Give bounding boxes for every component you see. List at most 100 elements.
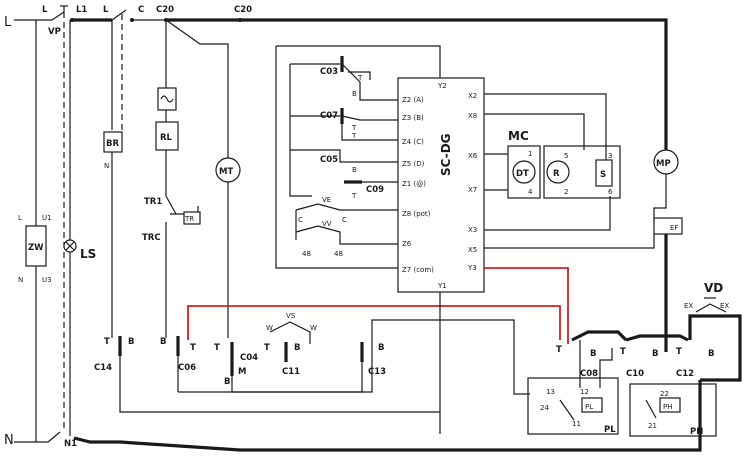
ef-label: EF [670,224,678,232]
mc-pin-1: 1 [528,150,532,158]
mc-r-s-frame [543,145,621,199]
br-n-label: N [104,162,109,170]
ve-c2: C [342,216,347,224]
c03-contacts [341,63,398,101]
ph-inner-label: PH [663,403,673,411]
c20-label-a: C20 [156,5,174,15]
zw-l-label: L [18,214,22,222]
vp-label: VP [48,27,61,37]
c14-b: B [128,337,134,347]
mc-dt-frame [507,145,541,199]
c06-b: B [160,337,166,347]
c07-c-wire [341,124,398,141]
x6-x7-wires [484,153,508,191]
c12-t: T [676,347,682,357]
cam-feed-left [289,64,312,197]
c12-vd-wire [688,314,742,382]
c12-label: C12 [676,369,694,379]
pl-box [581,397,603,413]
n1-label: N1 [64,439,77,449]
c14-label: C14 [94,363,112,373]
ctrl-z6: Z6 [402,240,412,248]
rl-frame [155,121,179,151]
trc-label: TRC [142,233,161,243]
c14-wire [119,356,440,413]
dt-label: DT [516,169,529,179]
pl-pin-11: 11 [572,420,581,428]
tr1-label: TR1 [144,197,162,207]
r-label: R [553,169,560,179]
tr-box [183,211,201,225]
tr-contact [165,195,199,215]
neutral-label: N [4,433,14,448]
c12-b: B [708,349,714,359]
vd-label: VD [704,281,723,295]
pl-label: PL [604,425,616,435]
controller-name: SC-DG [439,133,453,176]
top-bus [166,18,668,150]
ctrl-x7: X7 [468,186,477,194]
c10-t: T [620,347,626,357]
c11-label: C11 [282,367,300,377]
ctrl-z1: Z1 (@) [402,180,426,188]
c11-b: B [294,343,300,353]
c13-b: B [378,343,384,353]
zw-label: ZW [28,243,44,253]
c09-label: C09 [366,185,384,195]
c07-label: C07 [320,111,338,121]
c10-cam [625,334,689,342]
switch-l-label: L [42,5,48,15]
ctrl-z2: Z2 (A) [402,96,424,104]
c03-label: C03 [320,67,338,77]
line-label: L [4,15,12,30]
ctrl-top-wire [276,45,441,78]
zw-n-label: N [18,276,23,284]
mt-label: MT [219,167,233,177]
c09-t: T [351,192,357,200]
c08-t: T [556,345,562,355]
ex-2-label: EX [720,302,729,310]
c04-t: T [214,343,220,353]
neutral-wire [14,431,61,443]
mc-pin-3: 3 [608,152,612,160]
c06-label: C06 [178,363,196,373]
c06-t: T [190,343,196,353]
vs-w2: W [310,324,317,332]
ctrl-z3: Z3 (B) [402,114,424,122]
c07-t: T [351,124,357,132]
ctrl-x8: X8 [468,112,477,120]
zw-u3-label: U3 [42,276,52,284]
n48-a: 48 [302,250,311,258]
x3-wire [484,196,611,231]
ph-pin-21: 21 [648,422,657,430]
tr-label: TR [184,215,194,223]
c03-t: T [357,74,363,82]
c04-m: M [238,367,246,377]
ls-cross [65,241,75,251]
l-switch-label: L [103,5,109,15]
s-box [595,159,613,187]
zw-u1-label: U1 [42,214,52,222]
ctrl-y1-label: Y1 [437,282,447,290]
c08-b: B [590,349,596,359]
ph-frame [629,383,717,437]
ph-label: PH [690,427,703,437]
br-label: BR [106,139,119,149]
ctrl-z5: Z5 (D) [402,160,425,168]
c05-wire [290,149,398,163]
c04-label: C04 [240,353,258,363]
ph-box [659,397,681,413]
rl-coil-icon [160,95,174,103]
l1-label: L1 [76,5,87,15]
ctrl-y2-label: Y2 [437,82,447,90]
ctrl-x3: X3 [468,226,477,234]
pl-inner-label: PL [585,403,593,411]
pl-frame [527,377,619,435]
pl-pin-13: 13 [546,388,555,396]
mt-top-wire [165,19,229,158]
rl-label: RL [160,133,173,143]
ve-switch [295,203,398,211]
c14-t: T [104,337,110,347]
c11-t: T [264,343,270,353]
